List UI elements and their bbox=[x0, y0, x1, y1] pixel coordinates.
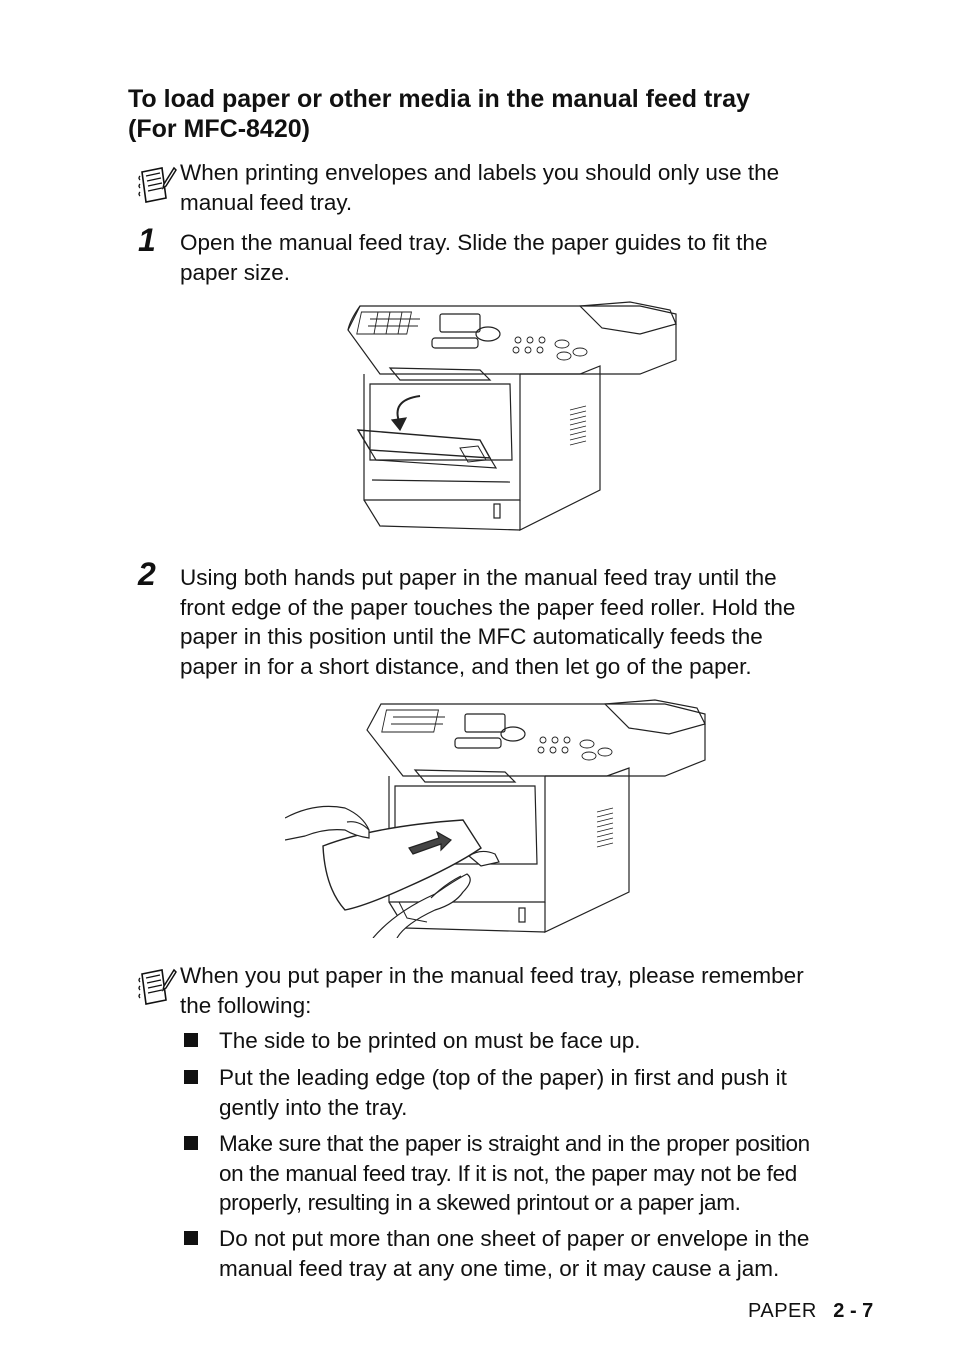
illustration-insert-paper bbox=[284, 698, 710, 939]
step-2-line: front edge of the paper touches the pape… bbox=[180, 594, 796, 620]
bullet-marker bbox=[184, 1136, 198, 1150]
heading-line-1: To load paper or other media in the manu… bbox=[128, 85, 750, 113]
footer-page-number: 2 - 7 bbox=[833, 1300, 874, 1322]
footer-section-label: PAPER bbox=[748, 1300, 817, 1322]
note-1-line: manual feed tray. bbox=[180, 189, 353, 215]
bullet-item: Make sure that the paper is straight and… bbox=[219, 1129, 889, 1218]
bullet-line: Do not put more than one sheet of paper … bbox=[219, 1226, 810, 1251]
step-2-line: Using both hands put paper in the manual… bbox=[180, 565, 777, 590]
bullet-marker bbox=[184, 1033, 198, 1047]
section-heading: To load paper or other media in the manu… bbox=[128, 84, 888, 144]
illustration-open-manual-tray bbox=[340, 300, 680, 540]
note-pencil-icon bbox=[136, 164, 177, 204]
step-2-text: Using both hands put paper in the manual… bbox=[180, 563, 890, 681]
note-1-line: When printing envelopes and labels you s… bbox=[180, 160, 780, 185]
bullet-line: Make sure that the paper is straight and… bbox=[219, 1131, 810, 1156]
bullet-marker bbox=[184, 1231, 198, 1245]
note-1-text: When printing envelopes and labels you s… bbox=[180, 158, 880, 217]
heading-line-2: (For MFC-8420) bbox=[128, 115, 310, 143]
note-pencil-icon bbox=[136, 966, 177, 1006]
step-1-line: Open the manual feed tray. Slide the pap… bbox=[180, 230, 768, 255]
bullet-item: The side to be printed on must be face u… bbox=[219, 1026, 889, 1056]
note-2-text: When you put paper in the manual feed tr… bbox=[180, 961, 890, 1020]
bullet-marker bbox=[184, 1070, 198, 1084]
page-footer: PAPER 2 - 7 bbox=[748, 1300, 873, 1323]
bullet-line: properly, resulting in a skewed printout… bbox=[219, 1190, 741, 1215]
bullet-item: Do not put more than one sheet of paper … bbox=[219, 1224, 889, 1283]
step-1-text: Open the manual feed tray. Slide the pap… bbox=[180, 228, 880, 287]
step-1-number: 1 bbox=[138, 222, 156, 258]
bullet-line: on the manual feed tray. If it is not, t… bbox=[219, 1160, 797, 1186]
step-2-line: paper in this position until the MFC aut… bbox=[180, 624, 763, 649]
bullet-line: Put the leading edge (top of the paper) … bbox=[219, 1065, 787, 1090]
step-2-line: paper in for a short distance, and then … bbox=[180, 653, 752, 679]
bullet-item: Put the leading edge (top of the paper) … bbox=[219, 1063, 889, 1122]
step-1-line: paper size. bbox=[180, 259, 291, 285]
note-2-line: When you put paper in the manual feed tr… bbox=[180, 963, 804, 988]
bullet-line: gently into the tray. bbox=[219, 1094, 408, 1120]
step-2-number: 2 bbox=[138, 556, 156, 592]
bullet-line: manual feed tray at any one time, or it … bbox=[219, 1255, 780, 1281]
bullet-line: The side to be printed on must be face u… bbox=[219, 1028, 641, 1053]
note-2-line: the following: bbox=[180, 992, 312, 1018]
